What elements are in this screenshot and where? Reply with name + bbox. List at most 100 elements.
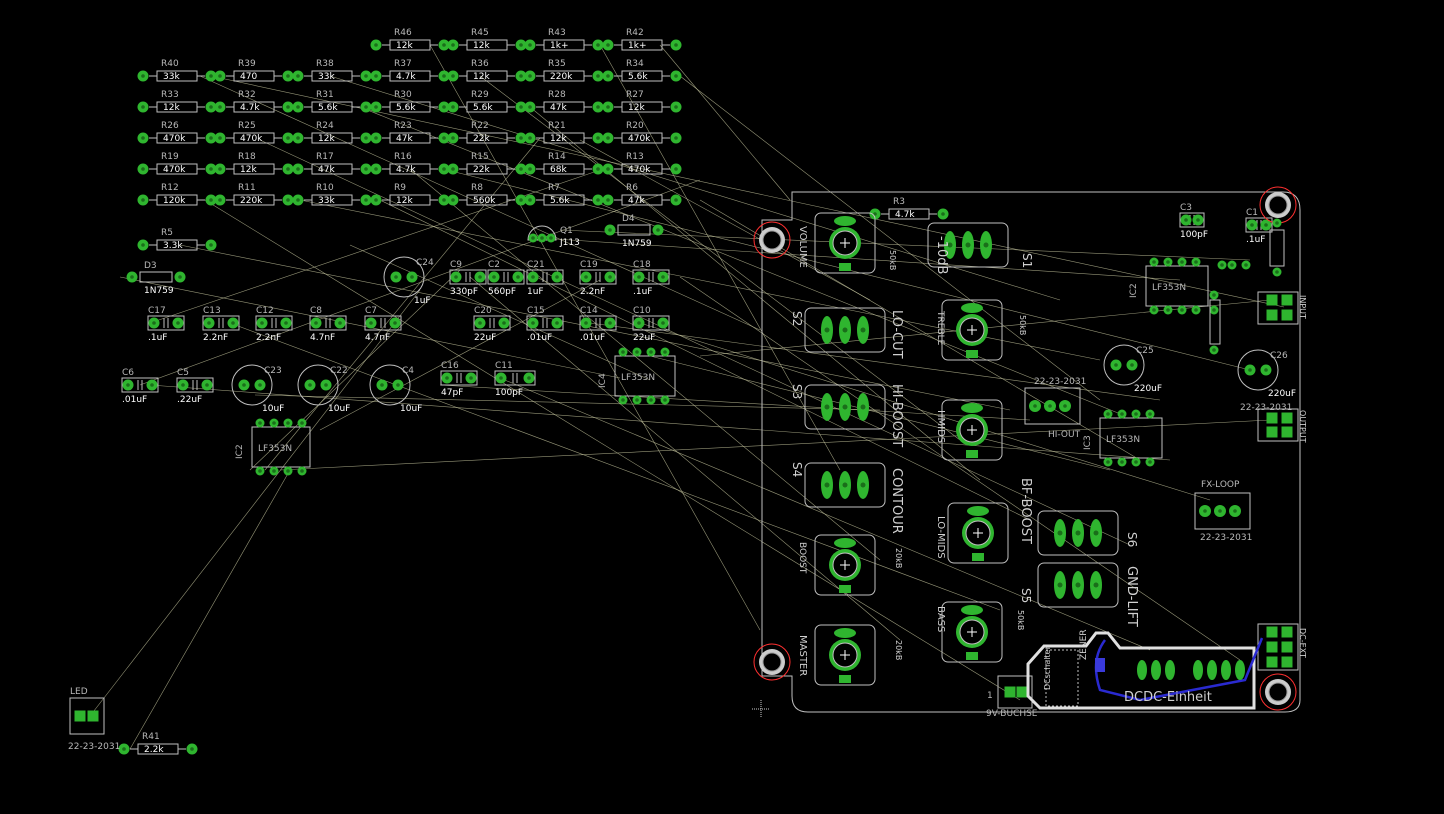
pad[interactable] (1149, 305, 1159, 315)
pad[interactable] (602, 39, 614, 51)
pad[interactable] (618, 347, 628, 357)
pad[interactable] (1229, 505, 1241, 517)
pad[interactable] (283, 466, 293, 476)
pad[interactable] (214, 132, 226, 144)
pad[interactable] (1103, 457, 1113, 467)
pad[interactable] (283, 418, 293, 428)
square-pad[interactable] (1281, 426, 1293, 438)
capacitor[interactable] (364, 315, 402, 331)
pad[interactable] (438, 194, 450, 206)
pad[interactable] (495, 372, 507, 384)
pad[interactable] (524, 70, 536, 82)
pad[interactable] (1103, 409, 1113, 419)
capacitor[interactable] (487, 269, 525, 285)
pad[interactable] (670, 163, 682, 175)
pad[interactable] (255, 418, 265, 428)
pad[interactable] (392, 379, 404, 391)
electrolytic-capacitor[interactable] (231, 364, 273, 406)
resistor[interactable] (149, 70, 205, 82)
pad[interactable] (320, 379, 332, 391)
pad[interactable] (670, 70, 682, 82)
toggle-switch[interactable] (1037, 562, 1119, 608)
potentiometer[interactable] (941, 299, 1003, 361)
pad[interactable] (652, 224, 664, 236)
resistor[interactable] (226, 101, 282, 113)
pad[interactable] (632, 395, 642, 405)
ic-dip8[interactable] (251, 426, 311, 468)
output-jack[interactable] (1257, 408, 1299, 442)
resistor[interactable] (149, 239, 205, 251)
capacitor[interactable] (526, 315, 564, 331)
pad[interactable] (602, 163, 614, 175)
pad[interactable] (186, 743, 198, 755)
capacitor[interactable] (473, 315, 511, 331)
pad[interactable] (148, 317, 160, 329)
pad[interactable] (474, 317, 486, 329)
pad[interactable] (447, 101, 459, 113)
pad[interactable] (137, 239, 149, 251)
capacitor[interactable] (632, 315, 670, 331)
pad[interactable] (1209, 305, 1219, 315)
ic-dip8[interactable] (1099, 417, 1163, 459)
pad[interactable] (1180, 214, 1192, 226)
pad[interactable] (1126, 359, 1138, 371)
resistor[interactable] (536, 101, 592, 113)
pad[interactable] (447, 163, 459, 175)
square-pad[interactable] (1281, 412, 1293, 424)
pad[interactable] (1244, 364, 1256, 376)
resistor[interactable] (382, 194, 438, 206)
capacitor[interactable] (309, 315, 347, 331)
pad[interactable] (1227, 260, 1237, 270)
pad[interactable] (238, 379, 250, 391)
square-pad[interactable] (1004, 686, 1016, 698)
electrolytic-capacitor[interactable] (369, 364, 411, 406)
pad[interactable] (515, 163, 527, 175)
transistor-q1[interactable] (527, 225, 557, 241)
capacitor[interactable] (121, 377, 159, 393)
resistor[interactable] (130, 743, 186, 755)
potentiometer[interactable] (947, 502, 1009, 564)
pad[interactable] (602, 132, 614, 144)
toggle-switch[interactable] (927, 222, 1009, 268)
resistor[interactable] (459, 132, 515, 144)
square-pad[interactable] (1281, 294, 1293, 306)
pad[interactable] (1192, 214, 1204, 226)
pad[interactable] (310, 317, 322, 329)
pad[interactable] (1117, 457, 1127, 467)
resistor[interactable] (459, 39, 515, 51)
electrolytic-capacitor[interactable] (383, 256, 425, 298)
resistor[interactable] (226, 70, 282, 82)
pad[interactable] (214, 163, 226, 175)
pad[interactable] (646, 395, 656, 405)
pad[interactable] (172, 317, 184, 329)
ic-dip8[interactable] (614, 355, 676, 397)
pad[interactable] (632, 347, 642, 357)
pad[interactable] (282, 163, 294, 175)
pad[interactable] (551, 317, 563, 329)
pad[interactable] (465, 372, 477, 384)
pad[interactable] (657, 271, 669, 283)
pad[interactable] (203, 317, 215, 329)
square-pad[interactable] (1266, 641, 1278, 653)
pad[interactable] (515, 70, 527, 82)
pad[interactable] (201, 379, 213, 391)
pad[interactable] (670, 101, 682, 113)
pad[interactable] (447, 132, 459, 144)
resistor[interactable] (536, 163, 592, 175)
resistor[interactable] (459, 101, 515, 113)
pad[interactable] (370, 70, 382, 82)
pad[interactable] (592, 70, 604, 82)
pad[interactable] (205, 70, 217, 82)
resistor[interactable] (614, 132, 670, 144)
pad[interactable] (1145, 457, 1155, 467)
toggle-switch[interactable] (804, 384, 886, 430)
capacitor[interactable] (202, 315, 240, 331)
pad[interactable] (1044, 400, 1056, 412)
resistor[interactable] (536, 70, 592, 82)
pad[interactable] (1163, 305, 1173, 315)
square-pad[interactable] (1266, 309, 1278, 321)
potentiometer[interactable] (814, 212, 876, 274)
pad[interactable] (1209, 345, 1219, 355)
resistor[interactable] (149, 194, 205, 206)
pad[interactable] (137, 70, 149, 82)
